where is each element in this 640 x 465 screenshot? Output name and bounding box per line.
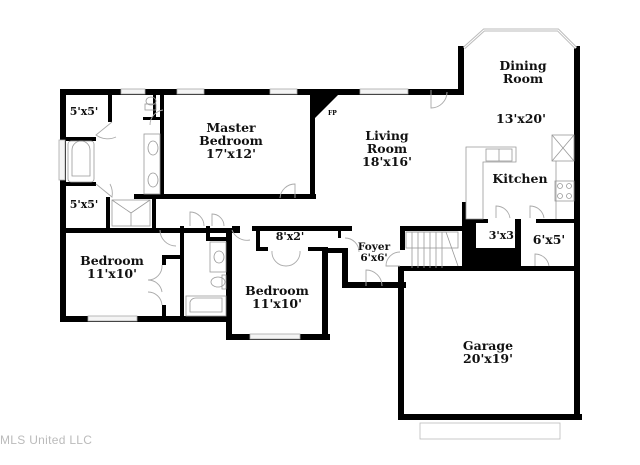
room-name: Master	[206, 120, 256, 135]
room-dims: 5'x5'	[69, 198, 99, 211]
fixtures	[67, 96, 575, 317]
room-label-master-closet-1: 5'x5'	[70, 106, 99, 118]
room-name: Room	[502, 71, 544, 87]
room-name: Room	[366, 141, 408, 157]
room-dims: 5'x5'	[69, 105, 99, 118]
room-dims: 17'x12'	[206, 146, 256, 162]
watermark: MLS United LLC	[0, 433, 93, 447]
room-dims: 18'x16'	[362, 154, 412, 170]
room-name: Dining	[499, 58, 547, 73]
room-label-foyer: Foyer 6'x6'	[357, 241, 391, 265]
room-label-laundry: 6'x5'	[533, 233, 566, 246]
room-name: Bedroom	[199, 133, 263, 149]
room-dims: 6'x5'	[532, 232, 566, 247]
room-dims: 11'x10'	[87, 266, 137, 282]
room-name: Bedroom	[80, 253, 144, 268]
room-label-master-bedroom: Master Bedroom 17'x12'	[199, 120, 263, 162]
room-label-closet-hall: 8'x2'	[276, 231, 305, 243]
room-label-pantry: 3'x3'	[489, 230, 518, 242]
room-dims: 6'x6'	[360, 252, 388, 265]
room-label-garage: Garage 20'x19'	[463, 339, 513, 365]
room-label-kitchen: Kitchen	[492, 172, 547, 185]
fireplace-label: FP	[328, 110, 337, 117]
room-label-dining-room: Dining Room	[499, 59, 546, 85]
room-dims: 13'x20'	[496, 111, 546, 126]
doors	[95, 90, 550, 306]
room-label-living-room: Living Room 18'x16'	[362, 128, 412, 170]
room-name: Foyer	[357, 241, 391, 253]
room-label-master-closet-2: 5'x5'	[70, 199, 99, 211]
room-name: Bedroom	[245, 283, 309, 298]
room-name: Garage	[462, 338, 514, 353]
room-label-bedroom-1: Bedroom 11'x10'	[80, 254, 144, 280]
windows	[58, 28, 578, 440]
room-name: Kitchen	[492, 171, 548, 186]
room-label-bedroom-2: Bedroom 11'x10'	[245, 284, 309, 310]
room-dims: 8'x2'	[275, 230, 305, 243]
room-dims-dining-room: 13'x20'	[496, 112, 546, 125]
room-dims: 11'x10'	[252, 296, 302, 312]
interior-walls	[60, 95, 580, 322]
room-dims: 20'x19'	[463, 351, 513, 367]
room-name: Living	[365, 128, 409, 143]
room-dims: 3'x3'	[488, 229, 518, 242]
